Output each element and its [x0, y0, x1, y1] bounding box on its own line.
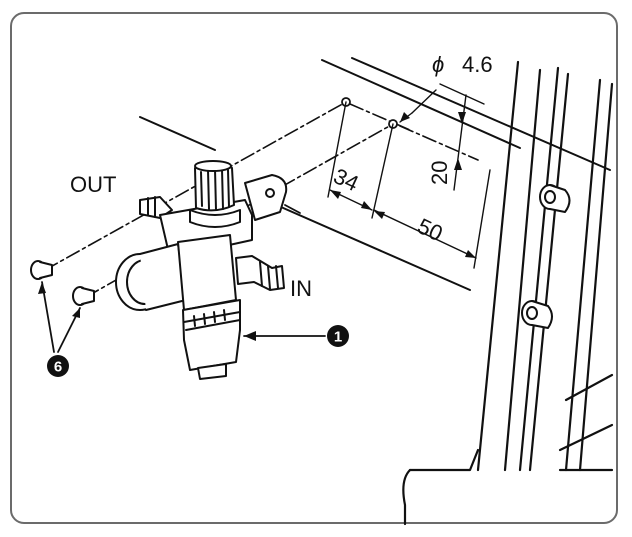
- label-dim-20: 20: [427, 161, 452, 185]
- label-out: OUT: [70, 172, 116, 197]
- mounting-holes: [341, 97, 398, 129]
- leader-lines: [41, 204, 326, 353]
- callout-number-screws: 6: [54, 359, 62, 376]
- frame-bolt-upper: [539, 184, 571, 213]
- screw-right: [72, 286, 95, 306]
- label-hole-diameter: 4.6: [462, 52, 493, 77]
- leader-arrows: [38, 282, 256, 341]
- callout-number-regulator: 1: [334, 329, 342, 346]
- figure-frame: [10, 12, 618, 524]
- dimension-arrows: [330, 112, 476, 258]
- callout-badge-regulator: 1: [327, 325, 349, 347]
- frame-bolt-lower: [521, 300, 553, 329]
- screw-left: [30, 260, 53, 280]
- callout-badge-screws: 6: [47, 355, 69, 377]
- label-phi: ϕ: [432, 52, 444, 77]
- label-in: IN: [290, 276, 312, 301]
- regulator-assembly: [115, 160, 288, 380]
- stand-frame: [402, 60, 614, 526]
